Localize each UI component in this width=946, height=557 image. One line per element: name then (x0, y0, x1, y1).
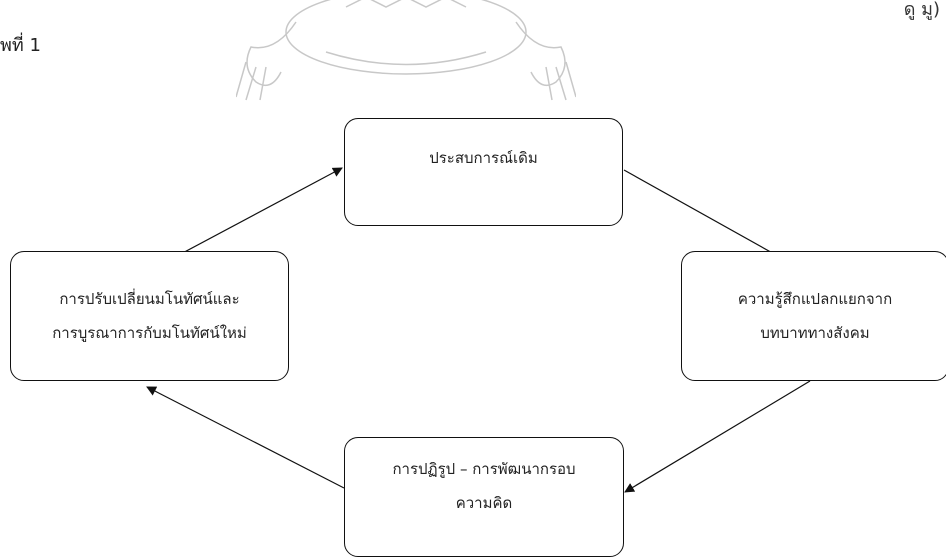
node-social-alienation-line1: ความรู้สึกแปลกแยกจาก (737, 290, 893, 308)
node-reform-framework: การปฏิรูป – การพัฒนากรอบ ความคิด (344, 437, 624, 557)
node-prior-experience: ประสบการณ์เดิม (344, 118, 623, 226)
node-social-alienation: ความรู้สึกแปลกแยกจาก บทบาททางสังคม (681, 251, 946, 381)
arrow-right-to-bottom (624, 380, 811, 493)
node-reform-framework-line2: ความคิด (455, 494, 513, 512)
arrow-bottom-to-left (146, 386, 345, 489)
node-concept-integration: การปรับเปลี่ยนมโนทัศน์และ การบูรณาการกับ… (10, 251, 289, 381)
node-concept-integration-line1: การปรับเปลี่ยนมโนทัศน์และ (59, 290, 240, 308)
node-social-alienation-line2: บทบาททางสังคม (760, 324, 870, 342)
caption-top-fragment: ดู มู) (903, 0, 940, 20)
node-reform-framework-line1: การปฏิรูป – การพัฒนากรอบ (392, 460, 576, 478)
node-concept-integration-line2: การบูรณาการกับมโนทัศน์ใหม่ (52, 324, 247, 342)
seal-watermark-icon (236, 0, 576, 101)
node-prior-experience-text: ประสบการณ์เดิม (429, 149, 538, 167)
figure-label-fragment: พที่ 1 (0, 35, 41, 56)
